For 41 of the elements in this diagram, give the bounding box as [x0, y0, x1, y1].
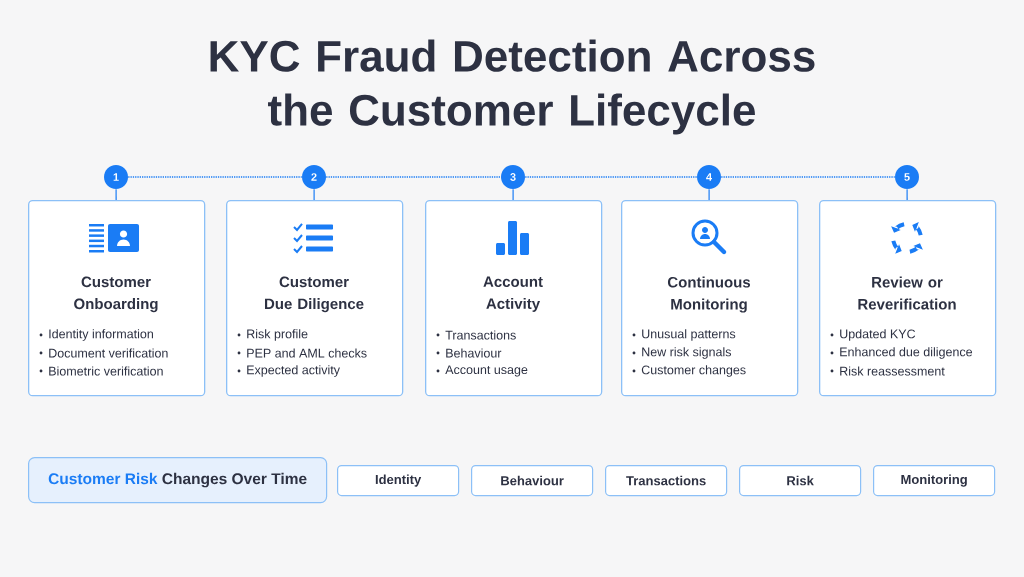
connector-line [313, 188, 315, 201]
bullet-item: Updated KYC [830, 329, 916, 341]
bullet-item: Risk reassessment [830, 366, 945, 376]
title: KYC Fraud Detection Across the Customer Lifecycle [210, 39, 815, 135]
bullet-item: Document verification [39, 348, 168, 358]
bullet-item: Transactions [436, 330, 516, 340]
dotted-connector [127, 176, 303, 178]
card-title: Review or Reverification [858, 276, 956, 310]
connector-line [512, 188, 514, 201]
connector-line [115, 188, 117, 201]
bullet-item: Customer changes [632, 365, 746, 377]
step-number: 5 [895, 165, 919, 189]
highlight-box: Customer Risk Changes Over Time [28, 456, 328, 504]
bullet-item: New risk signals [632, 347, 732, 359]
bullet-item: Account usage [436, 365, 528, 377]
step-number: 2 [302, 165, 326, 189]
bullet-item: Enhanced due diligence [830, 347, 973, 359]
bullet-item: Identity information [39, 329, 153, 341]
step-number: 3 [501, 165, 525, 189]
bullet-item: PEP and AML checks [237, 348, 367, 358]
card-title: Continuous Monitoring [667, 276, 751, 313]
dotted-connector [524, 176, 698, 178]
topic-tag: Risk [739, 465, 862, 497]
bullet-item: Behaviour [436, 348, 502, 358]
topic-tag: Behaviour [471, 465, 594, 497]
connector-line [708, 188, 710, 201]
bullet-item: Expected activity [237, 365, 340, 377]
dotted-connector [720, 176, 896, 178]
topic-tag: Identity [337, 465, 460, 497]
dotted-connector [325, 176, 502, 178]
step-number: 4 [697, 165, 721, 189]
card-title: Customer Onboarding [74, 276, 158, 313]
bullet-item: Risk profile [237, 329, 308, 341]
topic-tag: Transactions [605, 465, 728, 497]
card-title: Customer Due Diligence [265, 276, 364, 313]
bullet-item: Biometric verification [39, 366, 163, 376]
card-title: Account Activity [483, 276, 543, 312]
step-number: 1 [104, 165, 128, 189]
bullet-item: Unusual patterns [632, 329, 736, 341]
connector-line [906, 188, 908, 201]
topic-tag: Monitoring [873, 465, 996, 497]
